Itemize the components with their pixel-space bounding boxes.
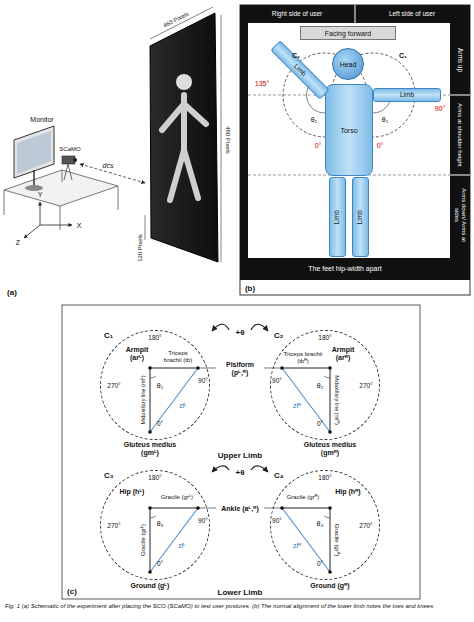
segment-label: Gracile (grᴸ): [140, 524, 147, 556]
group-label: Lower Limb: [218, 589, 263, 598]
angle-label: 270°: [359, 522, 372, 529]
posture-panel: [240, 5, 470, 295]
dimension-label: 480 Pixels: [225, 126, 232, 154]
landmark-label: Armpit (arᴿ): [325, 346, 361, 361]
landmark-label: Ground (gᴿ): [299, 582, 361, 590]
node-text: C₄: [274, 472, 284, 480]
angle-label: 270°: [107, 382, 120, 389]
segment-label: zlᴿ: [293, 542, 301, 550]
angle-symbol: θ₄: [317, 520, 324, 528]
angle-label: 90°: [198, 377, 208, 384]
angle-symbol: θ₃: [157, 520, 164, 528]
direction-box: Facing forward: [300, 26, 396, 40]
node-text: C₁: [104, 332, 113, 340]
dimension-label: 120 Pixels: [137, 234, 144, 262]
segment-label: Gracile (grᴸ): [160, 494, 194, 501]
axis-label: Z: [16, 239, 20, 247]
angle-label: 90°: [272, 517, 282, 524]
angle-label: 180°: [318, 334, 331, 341]
segment-label: Triceps brachii (tbᴿ): [282, 351, 324, 364]
angle-label: 0°: [317, 560, 323, 567]
group-label: Upper Limb: [218, 452, 262, 461]
panel-label: (c): [67, 588, 77, 597]
header-label: Left side of user: [389, 10, 435, 17]
angle-label: 135°: [255, 80, 269, 88]
angle-label: 180°: [148, 334, 161, 341]
landmark-label: Ground (gᴸ): [119, 582, 181, 590]
node-text: Facing forward: [325, 30, 371, 37]
angle-label: 180°: [148, 474, 161, 481]
angle-symbol: θ₁: [157, 382, 163, 390]
segment-label: Gracile (grᴿ): [286, 494, 321, 501]
landmark-label: Pisiform (pᴸ,ᴿ): [219, 361, 261, 376]
limb-bar: Limb: [352, 177, 369, 257]
node-text: Limb: [400, 92, 414, 99]
figure-caption: Fig. 1 (a) Schematic of the experiment a…: [5, 603, 469, 610]
angle-label: 0°: [157, 420, 163, 427]
angle-label: 180°: [318, 474, 331, 481]
header-label: Right side of user: [272, 10, 323, 17]
angle-symbol: θ₂: [317, 382, 324, 390]
limb-bar: Limb: [329, 177, 346, 257]
device-label: Monitor: [30, 116, 53, 124]
circle-label: C₁: [399, 52, 407, 60]
segment-label: zlᴿ: [293, 402, 301, 410]
angle-label: 270°: [107, 522, 120, 529]
angle-symbol: θ₂: [311, 116, 318, 124]
angle-label: 90°: [198, 517, 208, 524]
segment-label: Gracile (grᴿ): [334, 524, 341, 557]
node-text: C₃: [104, 472, 113, 480]
panel-label: (a): [7, 289, 17, 298]
panel-label: (b): [245, 285, 255, 294]
angle-label: 0°: [317, 420, 323, 427]
landmark-label: Hip (hᴿ): [334, 488, 361, 496]
angle-label: 0°: [377, 142, 384, 150]
dimension-label: 460 Pixels: [161, 10, 190, 29]
rotation-label: +θ: [236, 329, 245, 338]
torso-box: Torso: [325, 84, 373, 176]
angle-symbol: θ₁: [382, 116, 388, 124]
segment-label: Triceps brachii (tb): [158, 350, 198, 363]
angle-label: 90°: [435, 105, 446, 113]
circle-label: C₂: [292, 52, 300, 60]
experiment-schematic: [4, 7, 221, 262]
node-text: C₂: [274, 332, 283, 340]
segment-label: Midaxillary line (mlᴿ): [334, 375, 340, 425]
axis-label: Y: [38, 191, 43, 199]
angle-label: 0°: [157, 560, 163, 567]
device-label: SCaMO: [59, 146, 80, 153]
node-text: Limb: [334, 210, 341, 224]
landmark-label: Armpit (arᴸ): [119, 346, 155, 361]
angle-label: 0°: [315, 142, 322, 150]
landmark-label: Gluteus medius (gmᴸ): [119, 441, 181, 456]
angle-geometry: [62, 305, 420, 599]
angle-label: 270°: [359, 382, 372, 389]
footer-label: The feet hip-width apart: [308, 265, 382, 273]
distance-label: dcs: [103, 162, 114, 170]
node-text: Limb: [357, 210, 364, 224]
rotation-label: +θ: [236, 469, 245, 478]
segment-label: zlᴸ: [179, 402, 187, 410]
segment-label: Midaxillary line (mlᴸ): [140, 376, 146, 425]
head-circle: Head: [332, 48, 364, 80]
landmark-label: Hip (hᴸ): [119, 488, 146, 496]
axis-label: X: [77, 222, 82, 230]
row-label: Arms at shoulder height: [457, 103, 464, 166]
landmark-label: Ankle (aᴸ,ᴿ): [219, 505, 261, 513]
row-label: Arms up: [456, 48, 463, 72]
segment-label: zlᴸ: [178, 542, 186, 550]
node-text: Limb: [293, 63, 308, 78]
row-label: Arms down/ Arms at sides: [453, 184, 466, 246]
angle-label: 90°: [272, 377, 282, 384]
node-text: Head: [340, 61, 357, 68]
landmark-label: Gluteus medius (gmᴿ): [299, 441, 361, 456]
node-text: Torso: [340, 127, 357, 134]
limb-bar: Limb: [373, 88, 441, 102]
